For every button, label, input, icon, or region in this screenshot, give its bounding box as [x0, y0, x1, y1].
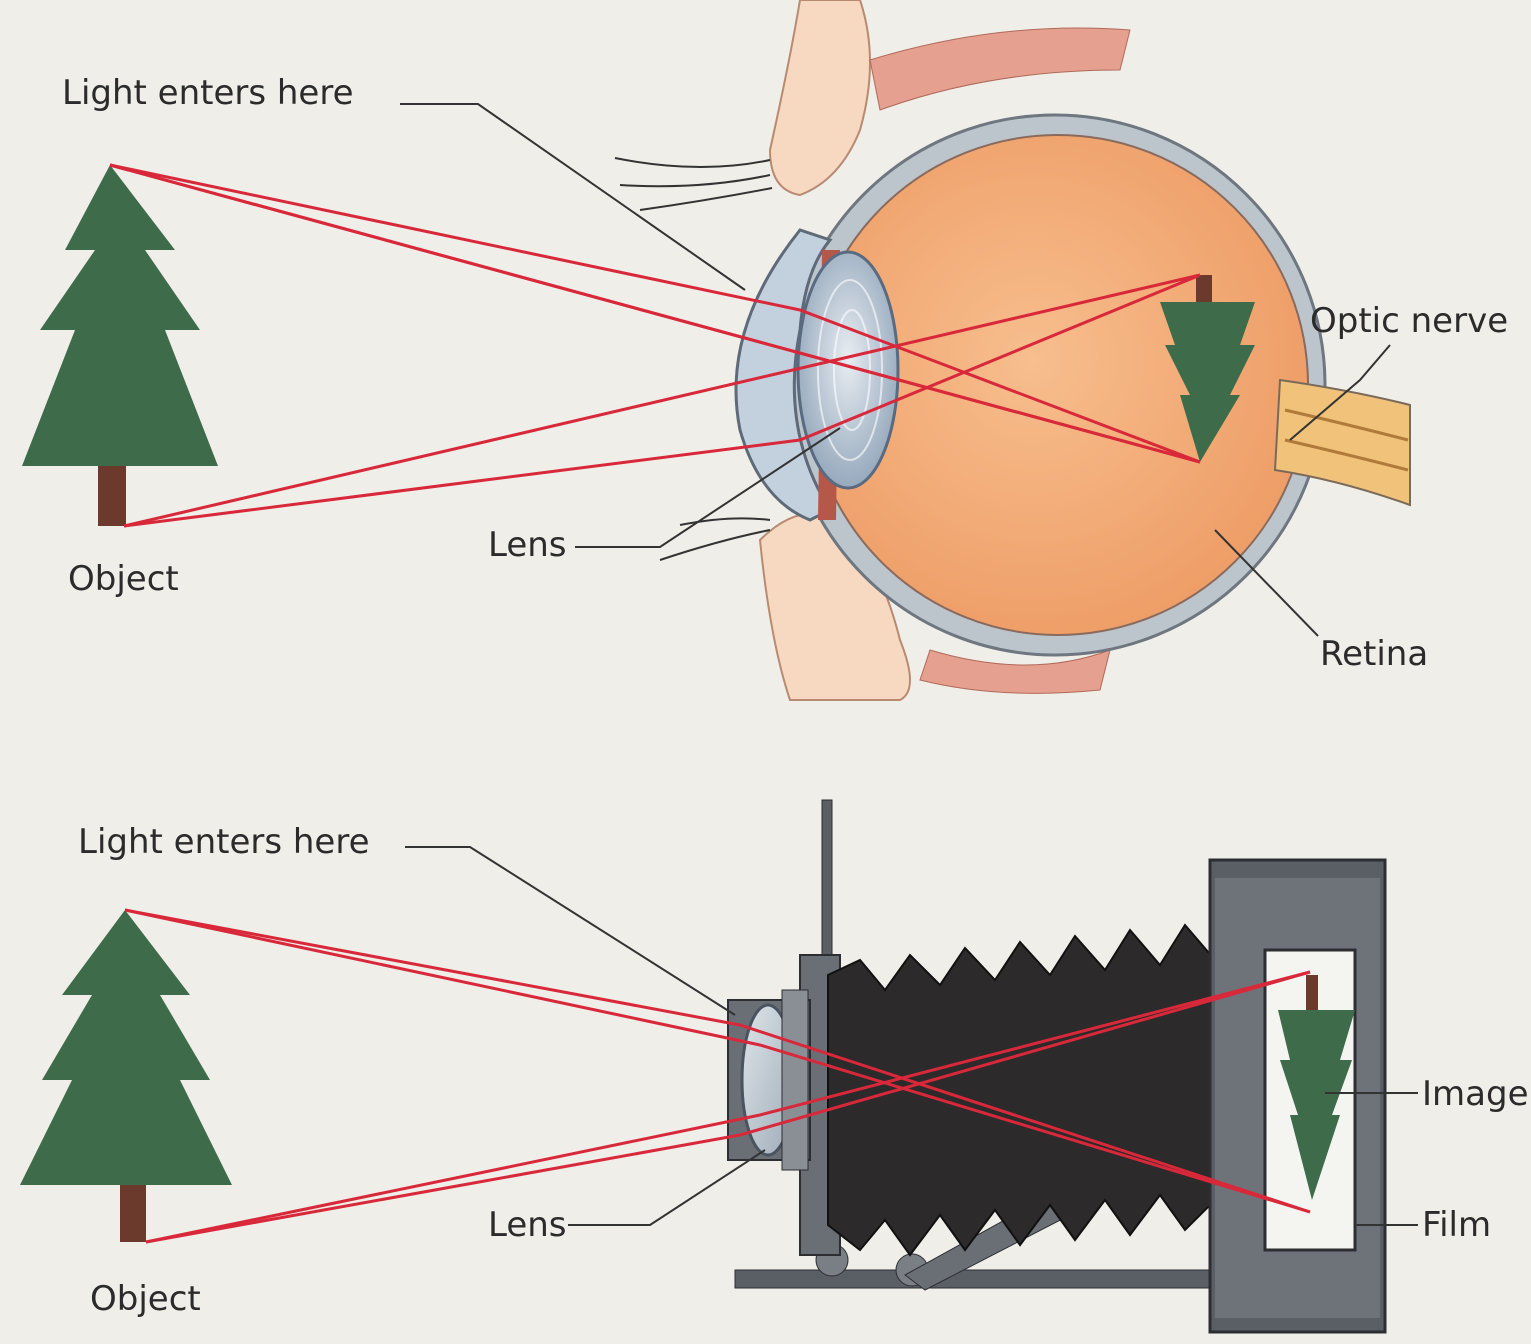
leader-camera-lens [568, 1149, 766, 1226]
eyelash-upper [614, 157, 773, 211]
camera-bellows [827, 923, 1231, 1257]
camera-label-light-enters: Light enters here [78, 822, 370, 862]
leader-eye-light [400, 103, 746, 291]
tree-foliage [22, 165, 218, 466]
camera-label-film: Film [1422, 1205, 1491, 1245]
camera-rail [734, 1269, 1276, 1289]
camera-label-lens: Lens [488, 1205, 567, 1245]
film-image-tree [1278, 975, 1355, 1200]
eye-label-optic-nerve: Optic nerve [1310, 301, 1508, 341]
camera-light-rays [124, 908, 1311, 1244]
tree-trunk [98, 462, 126, 526]
front-standard-rod [821, 799, 833, 971]
eye-object-tree [22, 165, 218, 526]
camera-label-object: Object [90, 1279, 201, 1319]
retina-image-tree [1160, 275, 1255, 462]
eye-light-rays [109, 163, 1201, 528]
leader-camera-light [405, 846, 736, 1016]
eyelash-lower [659, 517, 771, 561]
eye-label-light-enters: Light enters here [62, 73, 354, 113]
camera-section: Light enters here Lens Object Image Film [20, 799, 1528, 1334]
optic-nerve [1273, 378, 1411, 507]
tree-trunk [120, 1180, 146, 1242]
eye-muscle-top [869, 27, 1131, 111]
camera-label-image: Image [1422, 1074, 1528, 1114]
leader-retina [1214, 529, 1319, 637]
camera-object-tree [20, 910, 232, 1242]
eye-section: Light enters here Lens Object Optic nerv… [22, 0, 1508, 701]
upper-eyelid [768, 0, 871, 197]
eye-muscle-bottom [919, 649, 1111, 694]
leader-optic-nerve [1289, 344, 1391, 441]
leader-eye-lens [575, 427, 841, 548]
eye-label-lens: Lens [488, 525, 567, 565]
eye-label-retina: Retina [1320, 634, 1428, 674]
tree-foliage [20, 910, 232, 1185]
eye-label-object: Object [68, 559, 179, 599]
